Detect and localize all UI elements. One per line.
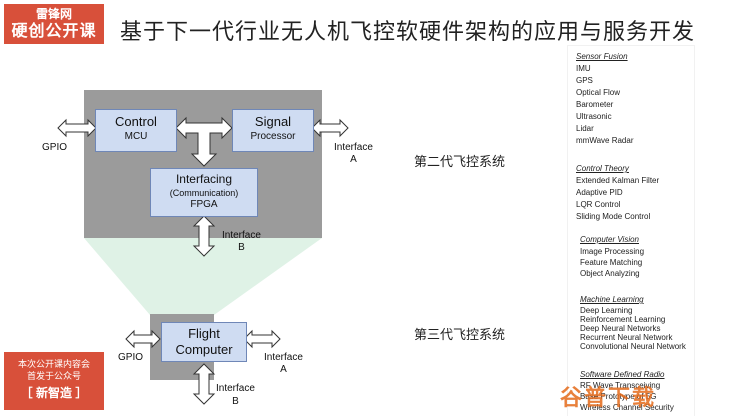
interface-b-arrow-bottom bbox=[192, 363, 216, 405]
interface-a-bottom-line2: A bbox=[280, 364, 287, 375]
interface-a-bottom-line1: Interface bbox=[264, 352, 303, 363]
list-item: Object Analyzing bbox=[580, 269, 640, 278]
list-item: Deep Learning bbox=[580, 306, 633, 315]
list-item: Wireless Channel Security bbox=[580, 403, 674, 412]
interface-b-label-bottom: Interface B bbox=[216, 382, 255, 408]
control-label: Control bbox=[115, 114, 157, 129]
interfacing-label: Interfacing bbox=[175, 172, 233, 186]
interface-b-bottom-line1: Interface bbox=[216, 383, 255, 394]
interfacing-fpga-block: Interfacing (Communication) FPGA bbox=[150, 168, 258, 217]
interface-b-line2: B bbox=[238, 242, 245, 253]
list-item: Barometer bbox=[576, 100, 614, 109]
gpio-arrow-bottom bbox=[125, 329, 161, 349]
interface-b-arrow-top bbox=[192, 215, 216, 257]
list-item: Deep Neural Networks bbox=[580, 324, 661, 333]
capability-panel: Sensor Fusion IMU GPS Optical Flow Barom… bbox=[568, 46, 694, 416]
list-item: mmWave Radar bbox=[576, 136, 634, 145]
control-mcu-block: Control MCU bbox=[95, 109, 177, 152]
section-title-control-theory: Control Theory bbox=[576, 164, 629, 173]
list-item: Ultrasonic bbox=[576, 112, 612, 121]
gpio-label-top: GPIO bbox=[42, 142, 68, 153]
list-item: Lidar bbox=[576, 124, 594, 133]
communication-label: (Communication) bbox=[169, 188, 239, 198]
gpio-label-bottom: GPIO bbox=[118, 352, 144, 363]
badge-line2: 首发于公众号 bbox=[26, 371, 81, 381]
section-title-sdr: Software Defined Radio bbox=[580, 370, 665, 379]
gpio-arrow-top bbox=[57, 118, 97, 138]
list-item: GPS bbox=[576, 76, 593, 85]
brand-line2: 硬创公开课 bbox=[11, 23, 97, 40]
list-item: Optical Flow bbox=[576, 88, 621, 97]
wechat-badge: 本次公开课内容会 首发于公众号 ［ 新智造 ］ bbox=[4, 352, 104, 410]
brand-line1: 雷锋网 bbox=[35, 7, 72, 21]
list-item: Feature Matching bbox=[580, 258, 643, 267]
signal-processor-block: Signal Processor bbox=[232, 109, 314, 152]
brand-badge: 雷锋网 硬创公开课 bbox=[4, 4, 104, 44]
control-signal-arrow bbox=[175, 116, 233, 167]
badge-line1: 本次公开课内容会 bbox=[17, 359, 90, 369]
list-item: Recurrent Neural Network bbox=[580, 333, 673, 342]
list-item: Image Processing bbox=[580, 247, 645, 256]
interface-a-line2: A bbox=[350, 154, 357, 165]
interface-b-label-top: Interface B bbox=[222, 230, 261, 254]
section-title-sensor-fusion: Sensor Fusion bbox=[576, 52, 628, 61]
list-item: Adaptive PID bbox=[576, 188, 623, 197]
list-item: Base Prototype of 5G bbox=[580, 392, 657, 401]
section-title-machine-learning: Machine Learning bbox=[580, 295, 644, 304]
interface-a-arrow-bottom bbox=[243, 329, 281, 349]
funnel-shape bbox=[84, 238, 322, 315]
interface-b-bottom-line2: B bbox=[232, 396, 239, 407]
watermark-logo: 谷普下载 bbox=[560, 385, 657, 410]
flight-label: Flight bbox=[188, 326, 220, 341]
flight-computer-block: Flight Computer bbox=[161, 322, 247, 362]
badge-line3: ［ 新智造 ］ bbox=[20, 386, 88, 400]
processor-label: Processor bbox=[250, 131, 296, 142]
interface-a-arrow-top bbox=[311, 118, 349, 138]
section-title-computer-vision: Computer Vision bbox=[580, 235, 639, 244]
page-title: 基于下一代行业无人机飞控软硬件架构的应用与服务开发 bbox=[120, 20, 696, 45]
fpga-label: FPGA bbox=[190, 199, 218, 210]
interface-a-line1: Interface bbox=[334, 142, 373, 153]
mcu-label: MCU bbox=[124, 131, 148, 142]
list-item: Convolutional Neural Network bbox=[580, 342, 686, 351]
computer-label: Computer bbox=[175, 342, 233, 357]
list-item: Sliding Mode Control bbox=[576, 212, 651, 221]
list-item: RF Wave Transceiving bbox=[580, 381, 661, 390]
interface-b-line1: Interface bbox=[222, 230, 261, 241]
list-item: Extended Kalman Filter bbox=[576, 176, 660, 185]
list-item: Reinforcement Learning bbox=[580, 315, 666, 324]
interface-a-label-top: Interface A bbox=[334, 142, 373, 166]
gen2-label: 第二代飞控系统 bbox=[414, 154, 506, 169]
list-item: LQR Control bbox=[576, 200, 621, 209]
signal-label: Signal bbox=[254, 114, 292, 129]
gen3-label: 第三代飞控系统 bbox=[414, 327, 506, 342]
interface-a-label-bottom: Interface A bbox=[264, 352, 303, 376]
list-item: IMU bbox=[576, 64, 591, 73]
